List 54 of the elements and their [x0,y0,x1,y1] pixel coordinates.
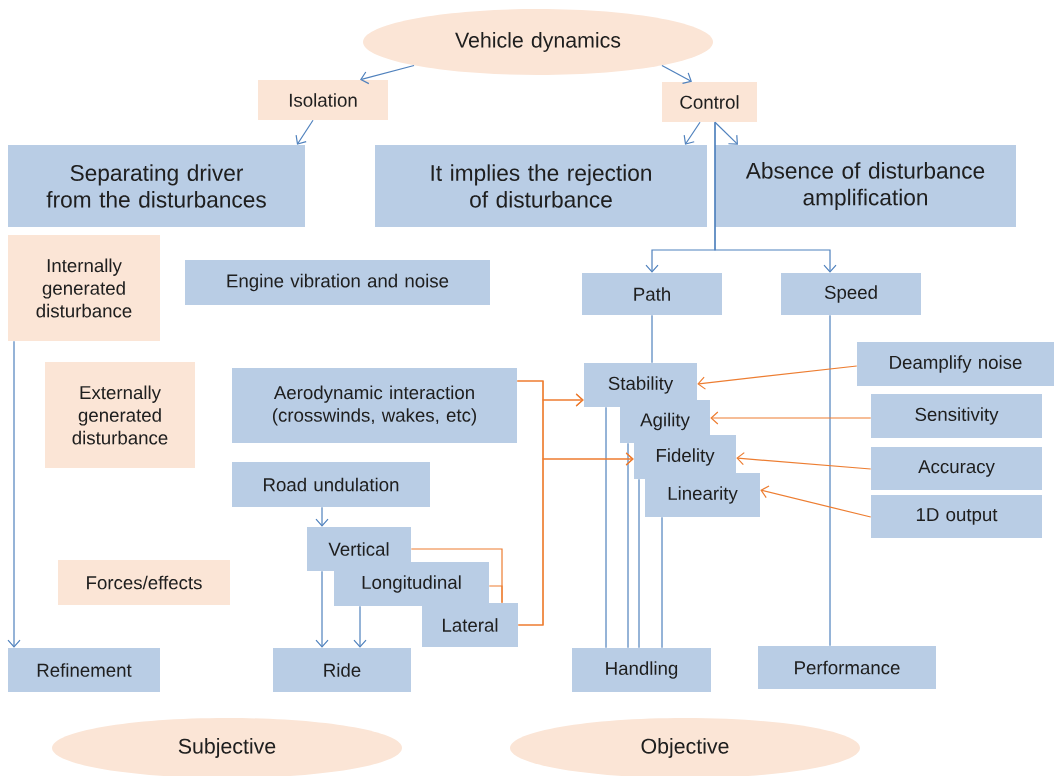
connector-line [605,406,607,649]
process-box: Deamplify noise [857,342,1054,386]
process-box: Ride [273,648,411,692]
arrow [315,570,329,648]
process-box: Lateral [422,603,518,647]
arrow [295,119,314,145]
connector-line [661,516,663,649]
node-label: Linearity [668,486,738,504]
label-box: Internally generated disturbance [8,235,160,341]
process-box: Absence of disturbance amplification [715,145,1016,227]
process-box: It implies the rejection of disturbance [375,145,707,227]
ellipse-node: Vehicle dynamics [363,9,713,75]
node-label: Lateral [442,618,498,632]
arrow [760,485,872,518]
connector-line [638,478,640,649]
process-box: Speed [781,273,921,315]
arrow [714,121,738,145]
process-box: Linearity [645,473,760,517]
process-box: Refinement [8,648,160,692]
connector-line [627,442,629,649]
process-box: Sensitivity [871,394,1042,438]
arrow [517,452,634,626]
arrow [697,365,858,390]
connector-line [829,314,831,647]
connector-line [651,314,653,364]
node-label: Fidelity [656,448,715,466]
connector-line [488,585,503,604]
arrow [710,411,872,425]
process-box: Performance [758,646,936,689]
process-box: Longitudinal [334,562,489,606]
node-label: Vertical [328,542,389,556]
process-box: 1D output [871,495,1042,538]
arrow [683,121,701,145]
arrow [315,506,329,527]
process-box: Stability [584,363,697,407]
node-label: Agility [640,412,690,431]
process-box: Path [582,273,722,315]
label-box: Forces/effects [58,560,230,605]
arrow [714,121,837,273]
node-label: Stability [608,376,674,394]
process-box: Aerodynamic interaction (crosswinds, wakes, etc) [232,368,517,443]
process-box: Handling [572,648,711,692]
process-box: Engine vibration and noise [185,260,490,305]
process-box: Road undulation [232,462,430,507]
arrow [736,452,872,470]
arrow [661,64,692,85]
label-box: Isolation [258,80,388,120]
label-box: Externally generated disturbance [45,362,195,468]
process-box: Separating driver from the disturbances [8,145,305,227]
arrow [353,605,367,648]
arrow [7,340,21,648]
process-box: Accuracy [871,447,1042,490]
arrow [360,64,415,85]
label-box: Control [662,82,757,122]
